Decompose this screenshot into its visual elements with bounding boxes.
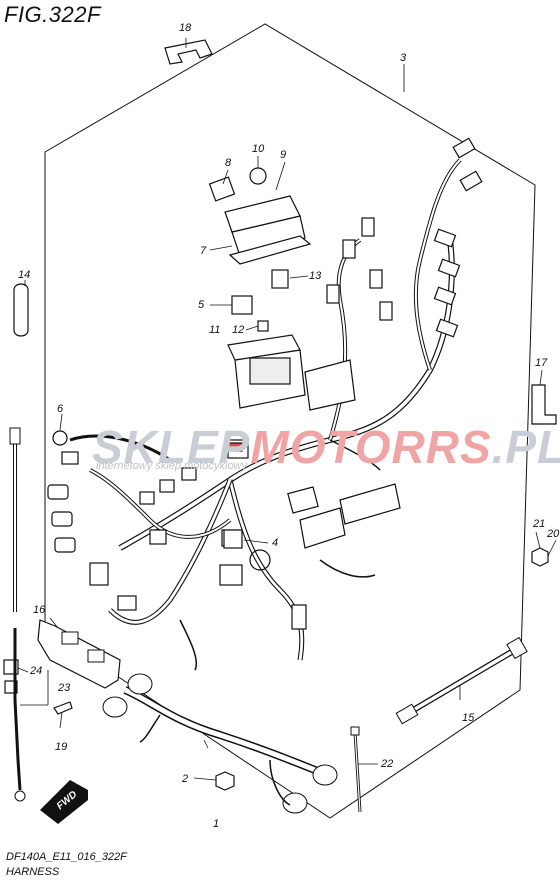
- callout-23: 23: [58, 682, 71, 694]
- relay-box: [227, 334, 356, 411]
- figure-code: DF140A_E11_016_322F: [6, 851, 127, 863]
- callout-20: 20: [547, 528, 560, 540]
- loose-parts: [3, 39, 557, 791]
- callout-6: 6: [57, 403, 64, 415]
- callout-19: 19: [55, 741, 68, 753]
- watermark-tld: .PL: [491, 421, 560, 473]
- callout-16: 16: [33, 604, 46, 616]
- callout-4: 4: [272, 537, 279, 549]
- leader-lines: [17, 38, 557, 781]
- callout-22: 22: [381, 758, 394, 770]
- callout-11: 11: [209, 324, 221, 336]
- callout-13: 13: [309, 270, 322, 282]
- callout-21: 21: [533, 518, 546, 530]
- callout-18: 18: [179, 22, 192, 34]
- watermark-brand: SKLEPMOTORRS.PL: [92, 420, 560, 474]
- callout-7: 7: [200, 245, 207, 257]
- callout-3: 3: [400, 52, 407, 64]
- bracket-16: [37, 619, 121, 689]
- forward-direction-badge: [40, 780, 88, 824]
- callout-2: 2: [182, 773, 189, 785]
- connector-group-left: [47, 430, 307, 630]
- ecu-connectors: [287, 483, 401, 549]
- figure-title: FIG.322F: [4, 2, 101, 27]
- callout-10: 10: [252, 143, 265, 155]
- watermark-tagline: internetowy sklep motocyklowy: [96, 460, 248, 472]
- callout-1: 1: [213, 818, 220, 830]
- callout-9: 9: [280, 149, 287, 161]
- callout-17: 17: [535, 357, 548, 369]
- callout-5: 5: [198, 299, 205, 311]
- watermark-part-3: RRS: [391, 421, 492, 473]
- watermark-part-2: MOTO: [250, 421, 392, 473]
- figure-caption: HARNESS: [6, 866, 60, 878]
- callout-14: 14: [18, 269, 31, 281]
- connector-group-upper-right: [326, 137, 483, 338]
- fuse-box-assembly: [208, 167, 312, 265]
- callout-24: 24: [30, 665, 43, 677]
- callout-8: 8: [225, 157, 232, 169]
- callout-15: 15: [462, 712, 475, 724]
- callout-12: 12: [232, 324, 245, 336]
- watermark-part-1: SKLEP: [92, 421, 251, 473]
